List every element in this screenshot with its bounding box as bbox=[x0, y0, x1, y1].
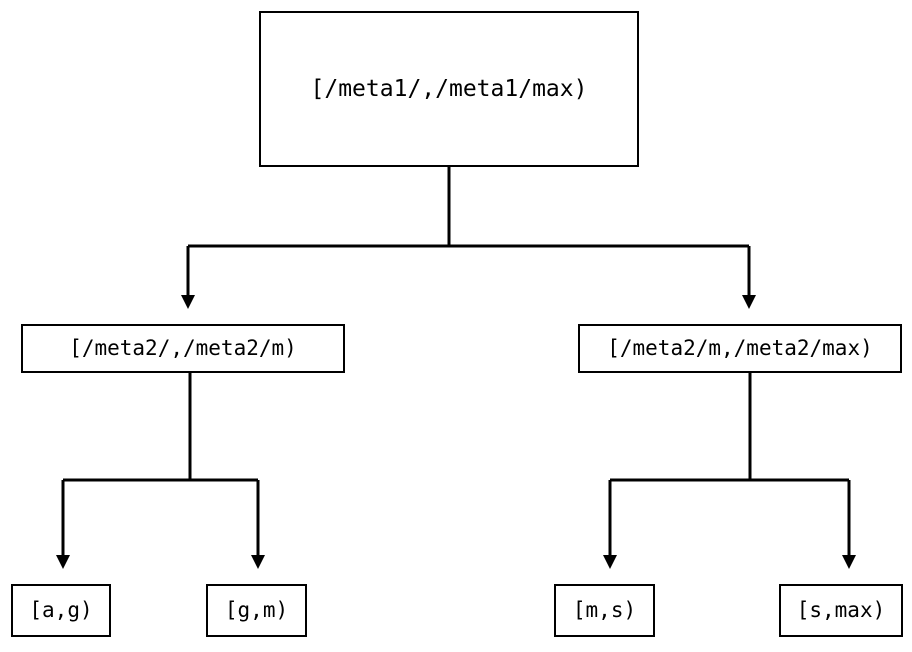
tree-node-mid-left: [/meta2/,/meta2/m) bbox=[21, 324, 345, 373]
tree-node-root-label: [/meta1/,/meta1/max) bbox=[310, 75, 588, 102]
arrowhead-icon-leaf-ag bbox=[56, 555, 70, 569]
arrowhead-icon-mid-right bbox=[742, 295, 756, 309]
arrowhead-icon-leaf-ms bbox=[603, 555, 617, 569]
tree-node-leaf-ag: [a,g) bbox=[11, 584, 111, 637]
arrowhead-icon-leaf-smax bbox=[842, 555, 856, 569]
tree-node-leaf-smax-label: [s,max) bbox=[796, 598, 886, 622]
tree-node-leaf-ag-label: [a,g) bbox=[29, 598, 93, 622]
arrowhead-icon-leaf-gm bbox=[251, 555, 265, 569]
tree-node-mid-right: [/meta2/m,/meta2/max) bbox=[578, 324, 902, 373]
tree-node-leaf-ms: [m,s) bbox=[554, 584, 655, 637]
tree-node-mid-left-label: [/meta2/,/meta2/m) bbox=[69, 336, 297, 360]
arrowhead-icon-mid-left bbox=[181, 295, 195, 309]
tree-node-leaf-ms-label: [m,s) bbox=[572, 598, 637, 622]
tree-node-mid-right-label: [/meta2/m,/meta2/max) bbox=[607, 336, 873, 360]
tree-node-leaf-smax: [s,max) bbox=[779, 584, 903, 637]
tree-node-leaf-gm: [g,m) bbox=[206, 584, 307, 637]
tree-node-leaf-gm-label: [g,m) bbox=[224, 598, 289, 622]
tree-node-root: [/meta1/,/meta1/max) bbox=[259, 11, 639, 167]
